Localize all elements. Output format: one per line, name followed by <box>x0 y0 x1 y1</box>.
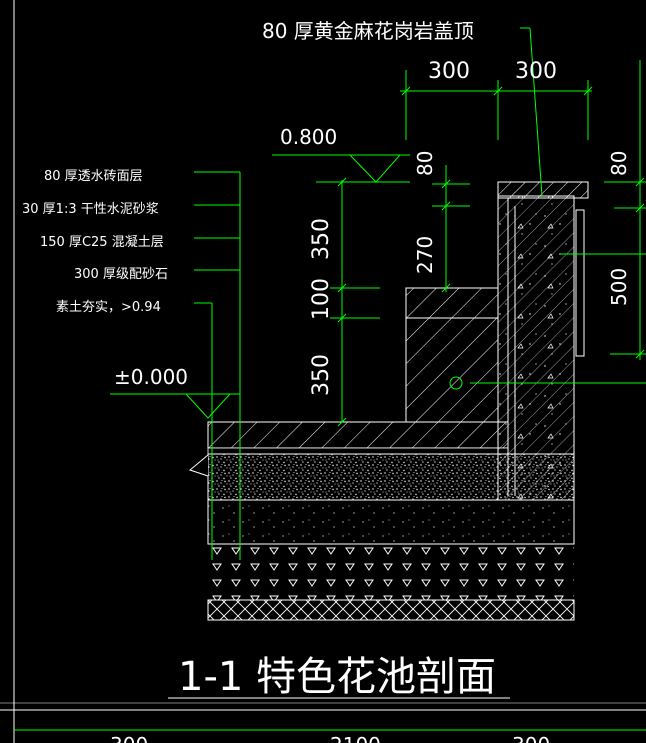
bottom-dim-right: 300 <box>512 733 550 743</box>
layer-note-4: 300 厚级配砂石 <box>74 267 168 282</box>
elevation-ground: ±0.000 <box>114 365 188 389</box>
layer-note-5: 素土夯实，>0.94 <box>56 300 161 315</box>
layer-note-1: 80 厚透水砖面层 <box>44 169 143 184</box>
drain-pipe <box>449 376 463 390</box>
wall-hatch <box>498 196 574 500</box>
bottom-dim-left: 300 <box>110 733 148 743</box>
dim-left-v1: 350 <box>309 218 334 260</box>
elevation-top: 0.800 <box>280 125 337 149</box>
inner-seat-wall <box>405 287 499 423</box>
dimension-lines <box>14 27 646 731</box>
paver-layer <box>207 421 509 449</box>
dim-top-right: 300 <box>515 59 557 84</box>
mortar-layer <box>207 447 509 455</box>
granite-cladding <box>575 209 585 357</box>
granite-cap <box>497 181 589 199</box>
dim-left-v2: 100 <box>309 278 334 320</box>
planter-structure <box>405 181 589 501</box>
section-title: 1-1 特色花池剖面 <box>178 654 496 700</box>
dim-right-v2: 500 <box>607 268 631 306</box>
break-line <box>188 454 209 500</box>
dim-right-v1: 80 <box>607 151 631 176</box>
layer-note-2: 30 厚1:3 干性水泥砂浆 <box>22 202 159 217</box>
top-note: 80 厚黄金麻花岗岩盖顶 <box>262 19 474 43</box>
soil-layer <box>208 544 574 600</box>
compacted-soil <box>207 599 575 621</box>
dim-top-left: 300 <box>428 59 470 84</box>
layer-note-3: 150 厚C25 混凝土层 <box>40 234 164 250</box>
bottom-dim-mid: 2100 <box>330 733 381 743</box>
dim-mid-v2: 270 <box>413 236 437 274</box>
dim-mid-v1: 80 <box>413 151 437 176</box>
dim-left-v3: 350 <box>309 354 334 396</box>
gravel-layer <box>207 499 575 545</box>
